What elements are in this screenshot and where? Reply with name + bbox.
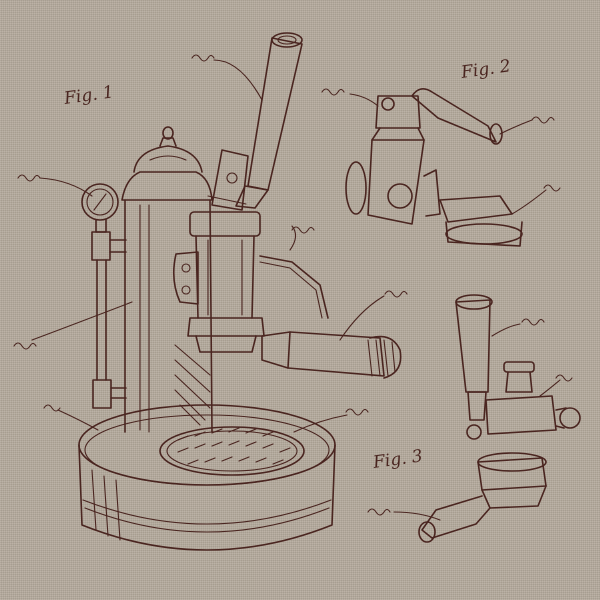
fig1-espresso-machine: Fig. 1 [13,32,408,551]
fig1-drip-tray [159,426,305,476]
fig1-group-head [172,211,329,353]
fig1-boiler [121,126,213,433]
fig3-lever-detail: Fig. 3 [367,294,581,543]
fig3-label: Fig. 3 [371,446,424,473]
fig2-group-head-detail: Fig. 2 [321,56,561,247]
fig1-leader-lines [31,59,385,433]
fig1-pressure-gauge [81,183,127,409]
fig1-portafilter [261,331,402,379]
fig1-base [78,404,336,551]
fig1-lever [207,32,303,211]
fig1-scribble-labels [13,54,408,416]
fig1-label: Fig. 1 [62,82,115,109]
fig2-label: Fig. 2 [459,56,512,83]
